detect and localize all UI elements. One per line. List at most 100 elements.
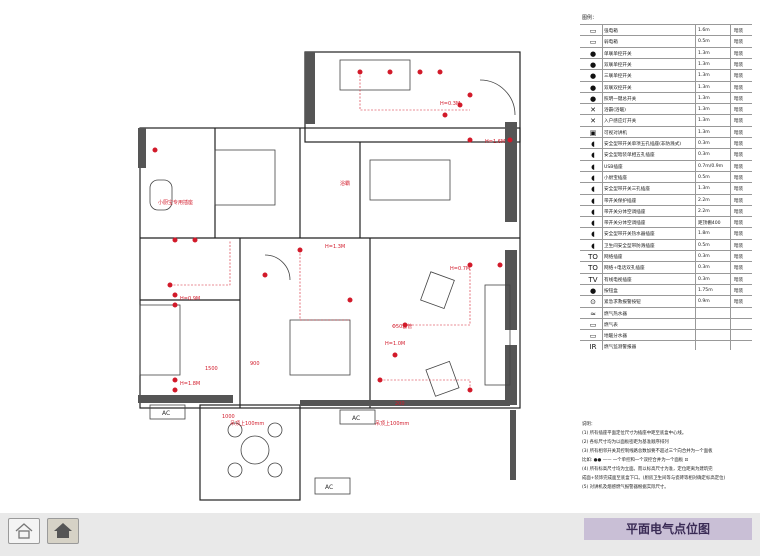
legend-label: 单联单控开关 bbox=[604, 51, 632, 57]
legend-height: 1.6m bbox=[698, 28, 710, 33]
legend-label: 带开关分体空调插座 bbox=[604, 209, 646, 215]
legend-mount: 暗装 bbox=[734, 232, 744, 238]
legend-label: 网络+电话双孔插座 bbox=[604, 266, 645, 272]
kitchen-note: 小厨宝专用插座 bbox=[158, 199, 193, 206]
legend-mount: 暗装 bbox=[734, 85, 744, 91]
note-line: 比如: ●● —— 一个单控和一个双控合并为一个面板 ⊡ bbox=[582, 458, 689, 463]
note-line: (4) 所有标高尺寸均为立面。而以标高尺寸为准，定位距离为建筑完 bbox=[582, 467, 713, 472]
legend-symbol: ◖ bbox=[591, 196, 595, 205]
legend-symbol: ◖ bbox=[591, 241, 595, 250]
legend-label: 燃气热水器 bbox=[604, 311, 627, 317]
ac-unit-label: AC bbox=[162, 410, 170, 417]
aircon-bottom-note: 吊顶上100mm bbox=[375, 420, 409, 427]
home-active-button[interactable] bbox=[47, 518, 79, 544]
legend-mount: 暗装 bbox=[734, 266, 744, 272]
notes-section: 说明：(1) 所有插座平面定位尺寸为插座中距至底盒中心线。(2) 各标尺寸均为以… bbox=[582, 420, 754, 492]
note-line: (5) 对讲机及烟感燃气报警器根据实际尺寸。 bbox=[582, 485, 669, 490]
tv-conduit-note: Φ50套管 bbox=[392, 323, 412, 330]
legend-label: 双联双控开关 bbox=[604, 85, 632, 91]
legend-symbol: ▭ bbox=[589, 332, 597, 341]
legend-label: 按钮盒 bbox=[604, 288, 618, 294]
legend-height: 0.3m bbox=[698, 254, 710, 259]
legend-mount: 暗装 bbox=[734, 153, 744, 159]
legend-label: 地暖分水器 bbox=[604, 334, 627, 340]
note-line: (1) 所有插座平面定位尺寸为插座中距至底盒中心线。 bbox=[582, 431, 687, 436]
legend-label: 小厨宝插座 bbox=[604, 175, 627, 181]
legend-symbol: TV bbox=[588, 275, 598, 284]
legend-label: 照明一键总开关 bbox=[604, 96, 637, 102]
legend-mount: 暗装 bbox=[734, 243, 744, 249]
legend-symbol: ● bbox=[589, 94, 597, 103]
legend-row: ≈ 燃气热水器 bbox=[580, 306, 752, 320]
legend-height: 1.3m bbox=[698, 107, 710, 113]
legend-height: 1.8m bbox=[698, 231, 710, 237]
legend-symbol: ◖ bbox=[591, 162, 595, 171]
legend-mount: 暗装 bbox=[734, 96, 744, 102]
legend-label: 强电箱 bbox=[604, 29, 618, 34]
legend-height: 0.3m bbox=[698, 265, 710, 271]
legend-height: 1.75m bbox=[698, 287, 713, 293]
legend-symbol: ◖ bbox=[591, 230, 595, 239]
legend-mount: 暗装 bbox=[734, 175, 744, 181]
legend-height: 0.3m bbox=[698, 152, 710, 158]
height-label: H=0.3M bbox=[440, 101, 460, 107]
legend-symbol: ● bbox=[589, 286, 597, 295]
legend-mount: 暗装 bbox=[734, 187, 744, 193]
legend-height: 1.3m bbox=[698, 61, 710, 67]
legend-label: 网络插座 bbox=[604, 255, 623, 260]
legend-label: 弱电箱 bbox=[604, 40, 618, 46]
home-button[interactable] bbox=[8, 518, 40, 544]
legend-symbol: ≈ bbox=[590, 309, 596, 318]
legend-height: 0.9m bbox=[698, 299, 710, 305]
drawing-title: 平面电气点位图 bbox=[584, 518, 752, 540]
dimension: 200 bbox=[395, 401, 405, 407]
legend-symbol: ◖ bbox=[591, 207, 595, 216]
legend-mount: 暗装 bbox=[734, 119, 744, 125]
bath-note: 浴霸 bbox=[340, 180, 350, 187]
legend-height: 1.3m bbox=[698, 186, 710, 192]
legend-symbol: ▭ bbox=[589, 38, 597, 47]
legend-mount: 暗装 bbox=[734, 255, 744, 260]
legend-symbol: ● bbox=[589, 83, 597, 92]
legend-symbol: ▣ bbox=[589, 128, 597, 137]
legend-label: 带开关保护插座 bbox=[604, 198, 637, 204]
legend-mount: 暗装 bbox=[734, 108, 744, 114]
legend-symbol: ⊙ bbox=[590, 298, 596, 307]
ac-unit-label: AC bbox=[325, 484, 333, 491]
legend-height: 1.3m bbox=[698, 129, 710, 135]
legend-symbol: ◖ bbox=[591, 151, 595, 160]
legend-label: 浴霸(浴暖) bbox=[604, 108, 626, 114]
legend-row: ◖ 安全型暗装单相五孔插座 0.3m 暗装 bbox=[580, 148, 752, 161]
legend-row: ● 照明一键总开关 1.3m 暗装 bbox=[580, 91, 752, 105]
note-line: (2) 各标尺寸均为以面板密距为基准顺序排列 bbox=[582, 440, 669, 445]
legend-symbol: ● bbox=[589, 60, 597, 69]
legend-height: 1.3m bbox=[698, 84, 710, 90]
legend-symbol: ◖ bbox=[591, 173, 595, 182]
legend-label: 安全型暗装单相五孔插座 bbox=[604, 153, 655, 159]
note-line: 成面+装饰完成面至底盒下口。(厨房卫生间等与瓷砖等相对确定标高定位) bbox=[582, 476, 726, 481]
aircon-top-note: 吊顶上100mm bbox=[230, 420, 264, 427]
legend-row: ◖ 带开关保护插座 2.2m 暗装 bbox=[580, 193, 752, 207]
legend-symbol: ▭ bbox=[589, 320, 597, 329]
height-label: H=0.9M bbox=[180, 296, 200, 302]
legend-mount: 暗装 bbox=[734, 300, 744, 306]
note-line: (3) 所有相邻开关其控制线路总数加要不超过三个向合并为一个面板 bbox=[582, 449, 713, 454]
legend-height: 0.3m bbox=[698, 141, 710, 146]
legend-mount: 暗装 bbox=[734, 221, 744, 227]
legend-height: 0.5m bbox=[698, 174, 710, 180]
legend-symbol: ✕ bbox=[590, 117, 596, 126]
legend-label: 双联单控开关 bbox=[604, 62, 632, 68]
legend-height: 1.3m bbox=[698, 95, 710, 101]
legend-height: 2.2m bbox=[698, 197, 710, 203]
legend-mount: 暗装 bbox=[734, 142, 744, 147]
legend-label: 安全型带开关单项五孔插座(非防溅式) bbox=[604, 142, 682, 147]
legend-mount: 暗装 bbox=[734, 198, 744, 204]
legend-symbol: ● bbox=[589, 49, 597, 58]
